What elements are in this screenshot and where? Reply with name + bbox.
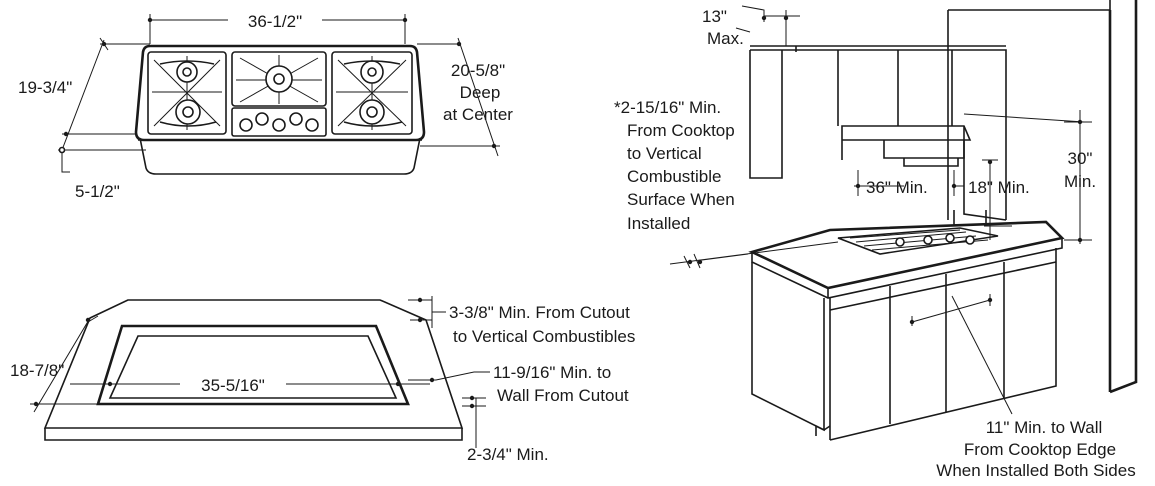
wall-clearance-line-2: Wall From Cutout: [497, 386, 629, 405]
wall-note-line-1: 11" Min. to Wall: [986, 418, 1103, 437]
depth-center-line-1: 20-5/8": [451, 61, 505, 80]
side-note-line-2: From Cooktop: [627, 121, 735, 140]
depth-center-line-2: Deep: [460, 83, 501, 102]
cooktop-drawing: [134, 44, 426, 175]
hood-clearance-line-1: 30": [1068, 149, 1093, 168]
side-note-line-4: Combustible: [627, 167, 722, 186]
cooktop-dimensions: [58, 14, 500, 173]
installation-dimensions: [669, 5, 1092, 415]
cooktop-height-label: 5-1/2": [75, 182, 120, 201]
cutout-drawing: [43, 299, 464, 441]
hood-clearance-line-2: Min.: [1064, 172, 1096, 191]
cutout-dimensions: [30, 296, 490, 448]
wall-note-line-3: When Installed Both Sides: [936, 461, 1135, 480]
side-note-line-6: Installed: [627, 214, 690, 233]
cutout-width-label: 35-5/16": [201, 376, 265, 395]
side-note-line-5: Surface When: [627, 190, 735, 209]
rear-clearance-line-1: 3-3/8" Min. From Cutout: [449, 303, 630, 322]
rear-clearance-line-2: to Vertical Combustibles: [453, 327, 635, 346]
installation-drawing: [748, 0, 1138, 441]
cutout-depth-label: 18-7/8": [10, 361, 64, 380]
cooktop-depth-label: 19-3/4": [18, 78, 72, 97]
front-clearance-label: 2-3/4" Min.: [467, 445, 549, 464]
side-note-line-1: *2-15/16" Min.: [614, 98, 721, 117]
max-depth-line-1: 13": [702, 7, 727, 26]
wall-clearance-line-1: 11-9/16" Min. to: [493, 363, 611, 382]
max-depth-line-2: Max.: [707, 29, 744, 48]
cooktop-width-label: 36-1/2": [248, 12, 302, 31]
cabinet-height-label: 18" Min.: [968, 178, 1030, 197]
side-note-line-3: to Vertical: [627, 144, 702, 163]
wall-note-line-2: From Cooktop Edge: [964, 440, 1116, 459]
cabinet-width-label: 36" Min.: [866, 178, 928, 197]
depth-center-line-3: at Center: [443, 105, 513, 124]
